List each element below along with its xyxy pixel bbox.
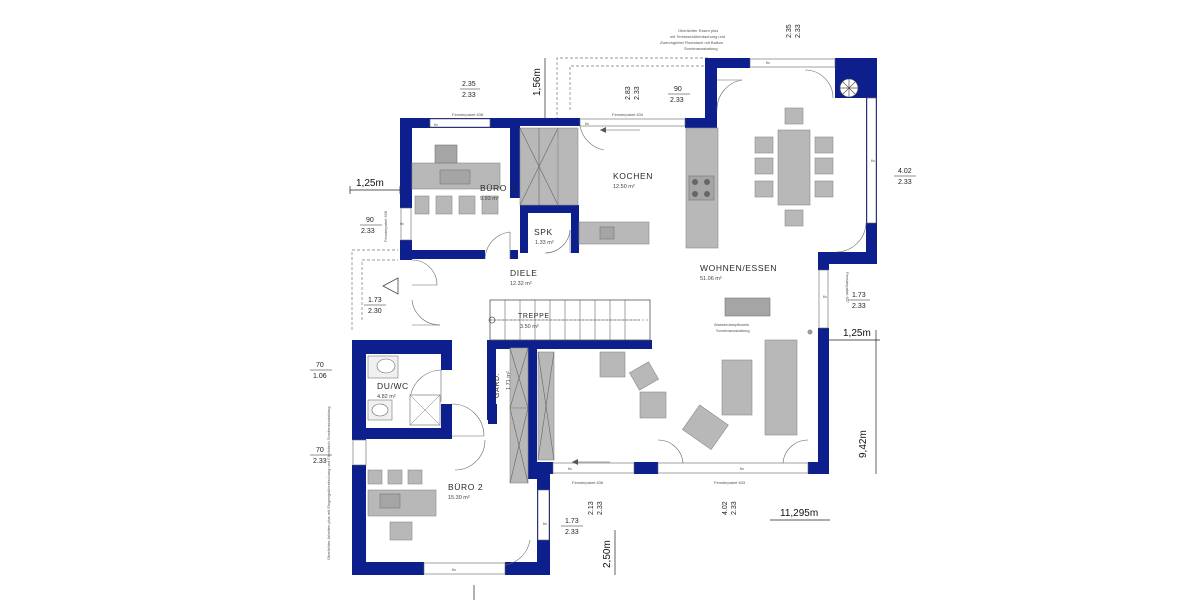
fix-label: fix [823,294,827,299]
opening-height: 2.33 [795,24,802,38]
opening-height: 1.06 [313,373,327,380]
room-area-wohnen: 51.06 m² [700,276,722,282]
room-name-treppe: TREPPE [518,313,550,320]
storage-cabinets [509,347,555,484]
opening-height: 2.33 [313,458,327,465]
opening-width: 1.73 [368,297,382,304]
buero2-furniture [367,469,437,541]
opening-width: 1.73 [565,518,579,525]
stairs [488,299,651,341]
opening-width: 1.73 [852,292,866,299]
note-side: Oberlichter Arbeiten plus mit Eingangsüb… [326,407,331,560]
dimension-labels: 1,25m 1,56m 1,25m 9,42m 11,295m 2,50m 2.… [310,24,916,568]
room-area-garderobe: 1.71 m² [506,371,512,390]
room-area-diele: 12.32 m² [510,281,532,287]
room-name-diele: DIELE [510,268,538,278]
fensterpaket-label: Fensterpaket 638 [383,210,388,242]
room-name-garderobe: GARD. [494,373,501,398]
opening-width: 2.13 [588,501,595,515]
opening-width: 70 [316,362,324,369]
buero1-furniture [411,144,501,215]
flow-arrows [572,127,640,465]
note-line: Oberlichter Essen plus [678,28,718,33]
fix-label: fix [400,221,404,226]
windows [352,58,877,575]
room-name-buero2: BÜRO 2 [448,482,483,492]
plant-icon [839,78,859,98]
opening-width: 4.02 [898,168,912,175]
opening-height: 2.33 [852,303,866,310]
opening-width: 2.35 [462,81,476,88]
room-area-treppe: 3.50 m² [520,324,539,330]
note-line: Zwerchgiebel Flachdach mit Balkon [660,40,723,45]
fix-label: fix [585,121,589,126]
dining-furniture [754,78,859,227]
fix-label: fix [740,466,744,471]
room-name-duwc: DU/WC [377,381,409,391]
opening-height: 2.33 [462,92,476,99]
room-area-kochen: 12.50 m² [613,184,635,190]
fensterpaket-label: Fensterpaket 633 [714,480,746,485]
living-furniture [599,297,813,451]
room-name-spk: SPK [534,227,553,237]
room-name-buero1: BÜRO 1 [480,183,515,193]
kamin-label: Wasserdampfkamin [714,322,749,327]
dimension-2-50m: 2,50m [602,540,613,568]
fix-label: fix [766,60,770,65]
fix-label: fix [871,158,875,163]
opening-height: 2.33 [565,529,579,536]
door-swings [409,69,867,566]
room-name-kochen: KOCHEN [613,171,653,181]
room-name-wohnen: WOHNEN/ESSEN [700,263,777,273]
fix-label: fix [434,122,438,127]
dimension-1-25m-right: 1,25m [843,328,871,339]
dashed-overhangs [351,57,708,330]
fensterpaket-label: Fensterpaket 634 [612,112,644,117]
opening-height: 2.33 [670,97,684,104]
dimension-9-42m: 9,42m [858,430,869,458]
opening-width: 2.35 [786,24,793,38]
fix-label: fix [452,567,456,572]
fensterpaket-label: Fensterpaket 638 [452,112,484,117]
entrance-arrow-icon [382,277,399,295]
opening-height: 2.33 [597,501,604,515]
opening-width: 70 [316,447,324,454]
opening-height: 2.33 [634,86,641,100]
opening-height: 2.30 [368,308,382,315]
window-labels: fix Fensterpaket 638 Fensterpaket 634 fi… [326,28,875,572]
opening-height: 2.33 [361,228,375,235]
note-line: mit Terrassenüberdachung und [670,34,725,39]
fensterpaket-label: Fensterpaket 636 [572,480,604,485]
opening-width: 4.02 [722,501,729,515]
room-area-buero2: 15.30 m² [448,495,470,501]
kamin-label: Sonderausstattung [716,328,750,333]
room-area-spk: 1.33 m² [535,240,554,246]
fix-label: fix [543,521,547,526]
bathroom-fixtures [367,355,441,426]
room-labels: BÜRO 1 9.93 m² KOCHEN 12.50 m² SPK 1.33 … [377,171,777,501]
dimension-lines [349,58,880,600]
fensterpaket-label: Fensterpaket 637 [845,272,850,304]
kitchen-furniture [519,127,719,249]
opening-height: 2.33 [731,501,738,515]
dimension-1-56m: 1,56m [532,68,543,96]
opening-height: 2.33 [898,179,912,186]
dimension-11-295m: 11,295m [780,508,818,519]
dimension-1-25m-left: 1,25m [356,178,384,189]
opening-width: 90 [674,86,682,93]
opening-width: 2.83 [625,86,632,100]
opening-width: 90 [366,217,374,224]
room-area-buero1: 9.93 m² [480,196,499,202]
room-area-duwc: 4.82 m² [377,394,396,400]
fix-label: fix [568,466,572,471]
note-line: Sonderausstattung [684,46,718,51]
